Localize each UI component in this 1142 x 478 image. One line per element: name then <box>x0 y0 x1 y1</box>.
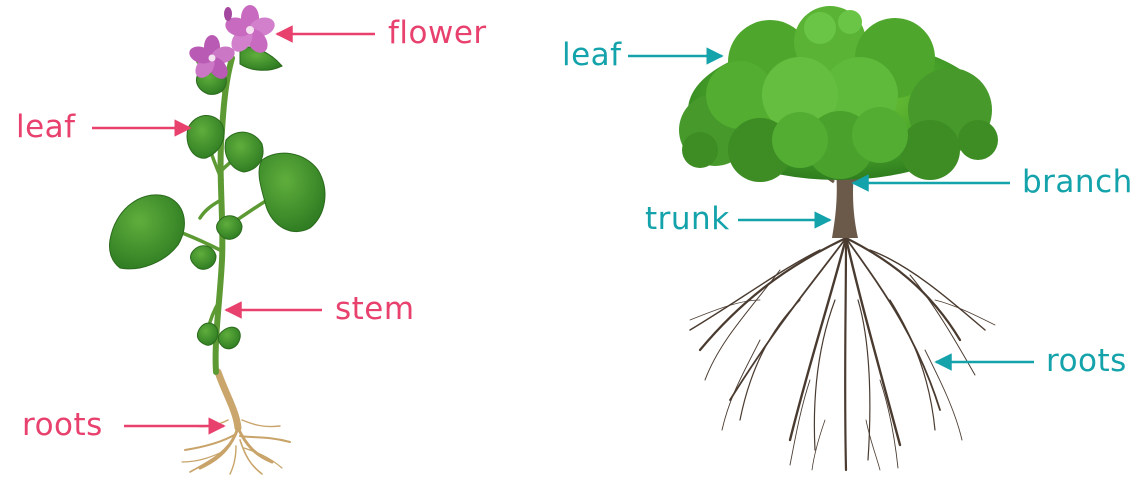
plant-stem <box>216 58 232 372</box>
branch-label: branch <box>1022 167 1133 198</box>
plant-illustration <box>109 5 324 474</box>
plant-roots <box>182 372 290 474</box>
tree-roots-label: roots <box>1046 346 1127 377</box>
flower-label: flower <box>388 18 487 49</box>
tree-roots <box>690 238 995 470</box>
plant-leaf-label: leaf <box>16 112 76 143</box>
tree-leaf-label: leaf <box>562 40 622 71</box>
trunk-label: trunk <box>645 204 730 235</box>
tree-illustration <box>679 6 998 470</box>
plant-flowers <box>187 5 277 82</box>
stem-label: stem <box>335 294 415 325</box>
tree-canopy <box>679 6 998 182</box>
plant-roots-label: roots <box>22 410 103 441</box>
